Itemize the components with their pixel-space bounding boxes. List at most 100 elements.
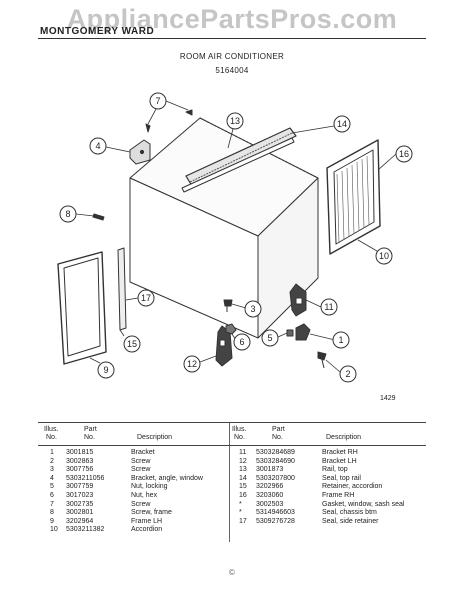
figure-number: 1429 [380, 395, 396, 402]
header-illus-l1: Illus. [44, 426, 59, 433]
model-number: 5164004 [215, 66, 249, 75]
table-left-row-3-part: 3007756 [66, 466, 94, 474]
callout-16: 16 [395, 145, 413, 163]
frame-screw-part [92, 213, 105, 221]
svg-text:4: 4 [95, 141, 100, 151]
callout-10: 10 [375, 247, 393, 265]
table-left-row-2-desc: Screw [131, 457, 151, 465]
table-left-row-1-desc: Bracket [131, 449, 155, 456]
footer-mark: © [229, 568, 235, 577]
callout-12: 12 [183, 355, 201, 373]
table-left-row-10-part: 5303211382 [66, 526, 105, 534]
table-right-row-3-part: 3001873 [256, 466, 284, 474]
table-left-row-8-part: 3002801 [66, 509, 94, 517]
screw-parts-7 [145, 109, 193, 133]
table-left-row-9-illus: 9 [50, 517, 54, 525]
header-illus-r2: No. [234, 434, 245, 441]
svg-text:13: 13 [230, 116, 240, 126]
callout-7: 7 [149, 92, 167, 110]
table-left-row-6-desc: Nut, hex [131, 492, 158, 499]
callout-8: 8 [59, 205, 77, 223]
table-left-row-10-desc: Accordion [131, 526, 163, 534]
header-illus-l2: No. [46, 434, 57, 441]
table-left-row-9-part: 3202964 [66, 517, 94, 525]
table-header-rule [38, 445, 426, 446]
header-part-r1: Part [272, 426, 285, 433]
table-left-row-6-part: 3017023 [66, 492, 94, 499]
table-left-row-7-desc: Screw [131, 500, 151, 508]
table-left-row-8-desc: Screw, frame [131, 509, 172, 517]
table-top-rule [38, 422, 426, 423]
svg-text:16: 16 [399, 149, 409, 159]
table-left-row-3-desc: Screw [131, 466, 151, 474]
svg-text:6: 6 [239, 337, 244, 347]
table-right-row-5-part: 3202966 [256, 483, 284, 491]
callout-6: 6 [233, 333, 251, 351]
locking-nut-part [286, 329, 294, 337]
table-left-row-8-illus: 8 [50, 509, 54, 517]
callout-1: 1 [332, 331, 350, 349]
callout-2: 2 [339, 365, 357, 383]
side-seal-part [117, 247, 127, 331]
table-left-row-5-part: 3007759 [66, 483, 94, 491]
table-right-row-8-illus: * [239, 509, 242, 517]
callout-11: 11 [320, 298, 338, 316]
table-right-row-8-part: 5314946603 [256, 509, 295, 517]
table-right-row-1-desc: Bracket RH [322, 449, 358, 456]
bracket-lh-part [215, 325, 233, 367]
table-left-row-4-part: 5303211056 [66, 474, 105, 482]
table-left-row-1-illus: 1 [50, 449, 54, 456]
callout-9: 9 [97, 361, 115, 379]
callout-17: 17 [137, 289, 155, 307]
table-right-row-5-illus: 15 [239, 483, 247, 491]
table-right-row-3-desc: Rail, top [322, 466, 348, 474]
bracket-part-1 [295, 323, 311, 341]
table-right-row-9-desc: Seal, side retainer [322, 517, 379, 525]
svg-text:3: 3 [250, 304, 255, 314]
cabinet [129, 117, 319, 339]
table-left-row-2-part: 3002863 [66, 457, 94, 465]
table-right-row-3-illus: 13 [239, 466, 247, 474]
svg-text:17: 17 [141, 293, 151, 303]
table-left-row-4-illus: 4 [50, 474, 54, 482]
table-right-row-1-illus: 11 [239, 449, 247, 456]
table-right-row-6-illus: 16 [239, 492, 247, 499]
svg-text:12: 12 [187, 359, 197, 369]
table-left-row-5-desc: Nut, locking [131, 483, 168, 491]
svg-text:8: 8 [65, 209, 70, 219]
callout-14: 14 [333, 115, 351, 133]
table-right-row-7-part: 3002503 [256, 500, 284, 508]
brand-header: MONTGOMERY WARD [40, 26, 155, 37]
table-left-row-3-illus: 3 [50, 466, 54, 474]
header-illus-r1: Illus. [232, 426, 247, 433]
bracket-rh-part [289, 283, 307, 317]
table-right-row-9-part: 5309276728 [256, 517, 295, 525]
table-left-row-7-illus: 7 [50, 500, 54, 508]
table-left-row-9-desc: Frame LH [131, 517, 163, 525]
svg-text:5: 5 [267, 333, 272, 343]
table-right-row-4-desc: Seal, top rail [322, 474, 361, 482]
table-right-row-5-desc: Retainer, accordion [322, 483, 383, 491]
table-left-row-7-part: 3002735 [66, 500, 94, 508]
table-right-row-6-part: 3203060 [256, 492, 284, 499]
table-column-divider [229, 423, 230, 542]
table-left-row-4-desc: Bracket, angle, window [131, 474, 203, 482]
watermark: AppliancePartsPros.com [66, 4, 398, 34]
svg-text:2: 2 [345, 369, 350, 379]
frame-lh-part [57, 251, 107, 365]
exploded-parts-diagram: 1 2 3 4 5 6 7 8 9 10 11 12 13 14 15 16 1… [57, 92, 413, 383]
document-title: ROOM AIR CONDITIONER [179, 52, 285, 61]
svg-text:9: 9 [103, 365, 108, 375]
frame-rh-part [326, 139, 381, 255]
top-rail-part [181, 127, 297, 193]
table-right-row-2-part: 5303284690 [256, 457, 295, 465]
angle-bracket-part [129, 139, 151, 165]
table-right-row-9-illus: 17 [239, 517, 247, 525]
table-right-row-7-illus: * [239, 500, 242, 508]
hex-nut-part [225, 323, 237, 335]
table-right-row-2-desc: Bracket LH [322, 457, 357, 465]
table-right-row-7-desc: Gasket, window, sash seal [322, 500, 405, 508]
header-description: Description [137, 434, 173, 441]
table-right-row-4-illus: 14 [239, 474, 247, 482]
svg-text:10: 10 [379, 251, 389, 261]
